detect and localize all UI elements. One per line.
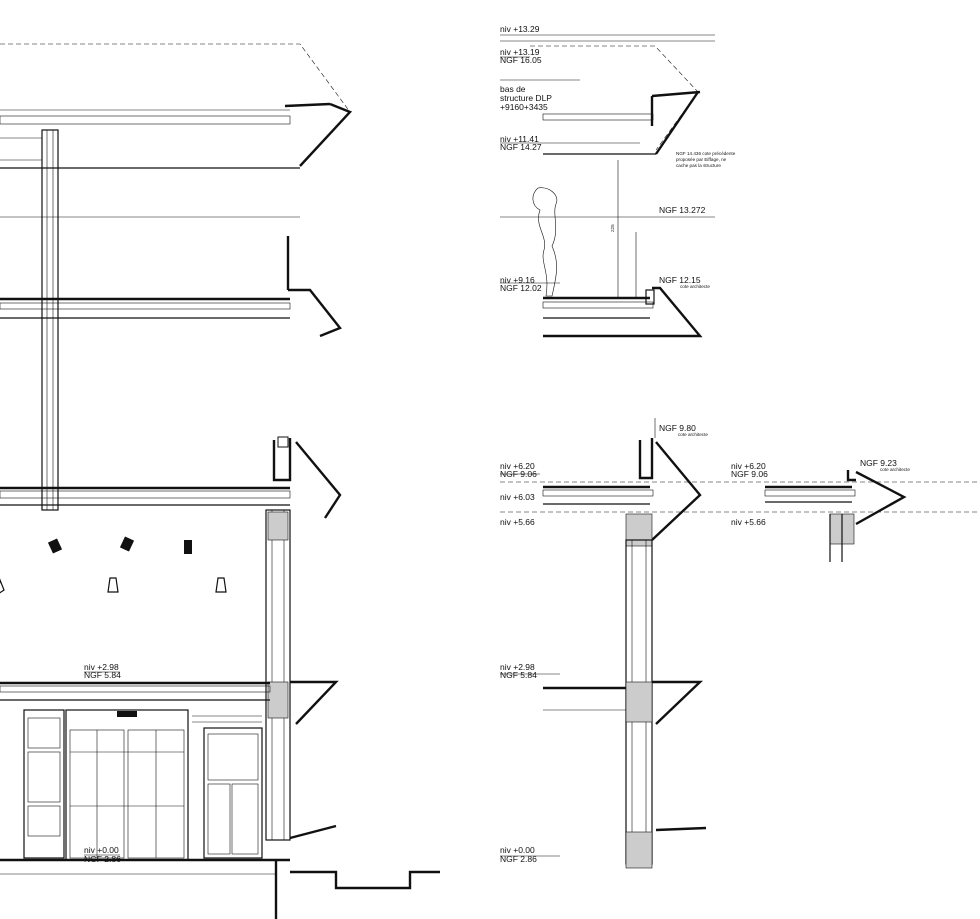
level-label-ngf13272: NGF 13.272 (659, 205, 706, 215)
structure-label-line2: structure DLP (500, 93, 552, 103)
cote-architecte-mid: cote architecte (678, 432, 708, 437)
level-label-ngf1215: NGF 12.15 (659, 275, 701, 285)
level-label-000: niv +0.00 (84, 845, 119, 855)
level-label-ngf906b: NGF 9.06 (731, 469, 768, 479)
note-line3: cache pas la structure (676, 163, 721, 168)
mid-detail-section: NGF 9.80 cote architecte niv +6.20 NGF 9… (500, 418, 980, 562)
level-label-ngf584: NGF 5.84 (84, 670, 121, 680)
level-label-ngf1202: NGF 12.02 (500, 283, 542, 293)
shopfront-elevation (23, 709, 263, 861)
left-building-section: niv +2.98 NGF 5.84 niv +0.00 NGF 2.86 (0, 43, 440, 919)
ceiling-light-fixtures (0, 536, 227, 594)
level-label-000b: niv +0.00 (500, 845, 535, 855)
lower-detail-section: niv +2.98 NGF 5.84 niv +0.00 NGF 2.86 (500, 539, 707, 869)
level-label-1141: niv +11.41 (500, 134, 539, 144)
level-label-566b: niv +5.66 (731, 517, 766, 527)
second-floor-slab (0, 236, 342, 338)
note-line1: NGF 14.436 cote précédente (676, 151, 736, 156)
facade-wall-section (265, 509, 291, 841)
human-figure-scale (532, 187, 558, 297)
level-label-ngf286: NGF 2.86 (84, 854, 121, 864)
level-label-ngf1427: NGF 14.27 (500, 142, 542, 152)
steel-column (0, 129, 59, 511)
level-label-566a: niv +5.66 (500, 517, 535, 527)
level-label-603: niv +6.03 (500, 492, 535, 502)
level-label-298b: niv +2.98 (500, 662, 535, 672)
level-label-298: niv +2.98 (84, 662, 119, 672)
ground-floor-slab (0, 680, 440, 919)
level-label-ngf980: NGF 9.80 (659, 423, 696, 433)
structure-label-line3: +9160+3435 (500, 102, 548, 112)
note-line2: proposée par Eiffage, ne (676, 157, 727, 162)
level-label-1319: niv +13.19 (500, 47, 540, 57)
level-label-620b: niv +6.20 (731, 461, 766, 471)
level-label-1329: niv +13.29 (500, 24, 540, 34)
cote-architecte-right: cote architecte (880, 467, 910, 472)
top-canopy-slab (0, 102, 353, 169)
top-detail-section: niv +13.29 niv +13.19 NGF 16.05 bas de s… (500, 24, 736, 338)
level-label-620a: niv +6.20 (500, 461, 535, 471)
structure-label-line1: bas de (500, 84, 526, 94)
level-label-ngf906a: NGF 9.06 (500, 469, 537, 479)
dimension-225: 225 (610, 224, 615, 232)
level-label-916: niv +9.16 (500, 275, 535, 285)
cote-architecte-top: cote architecte (680, 284, 710, 289)
level-label-ngf286b: NGF 2.86 (500, 854, 537, 864)
level-label-ngf923: NGF 9.23 (860, 458, 897, 468)
level-label-ngf584b: NGF 5.84 (500, 670, 537, 680)
first-floor-slab (0, 436, 342, 519)
level-label-ngf1605: NGF 16.05 (500, 55, 542, 65)
